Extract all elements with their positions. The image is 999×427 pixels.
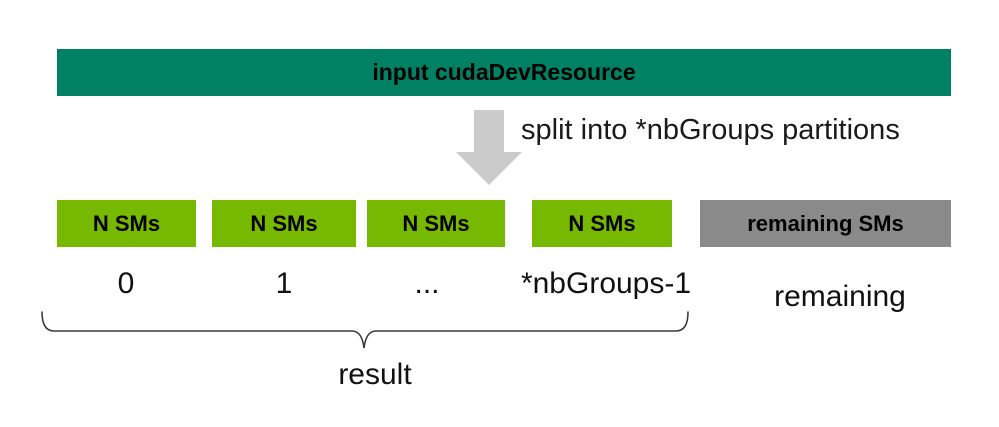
partition-box-3: N SMs <box>532 200 672 247</box>
partition-box-0-label: N SMs <box>92 210 161 236</box>
down-arrow-icon <box>456 110 522 185</box>
partition-index-1: 1 <box>275 267 293 300</box>
partition-box-1-label: N SMs <box>250 210 318 236</box>
split-annotation: split into *nbGroups partitions <box>521 114 900 146</box>
partition-box-3-label: N SMs <box>568 210 636 236</box>
partition-index-ellipsis: ... <box>414 267 440 300</box>
result-brace <box>41 311 689 349</box>
remaining-index-label: remaining <box>774 280 906 313</box>
partition-box-2: N SMs <box>367 200 505 247</box>
remaining-sms-box-label: remaining SMs <box>747 210 904 236</box>
remaining-sms-box: remaining SMs <box>700 200 951 247</box>
result-label: result <box>338 358 412 391</box>
partition-index-nbgroups: *nbGroups-1 <box>520 267 692 300</box>
partition-index-0: 0 <box>117 267 135 300</box>
partition-box-2-label: N SMs <box>402 210 470 236</box>
input-resource-label: input cudaDevResource <box>372 59 636 85</box>
partition-box-1: N SMs <box>212 200 356 247</box>
partition-box-0: N SMs <box>57 200 196 247</box>
input-resource-bar: input cudaDevResource <box>57 49 951 96</box>
